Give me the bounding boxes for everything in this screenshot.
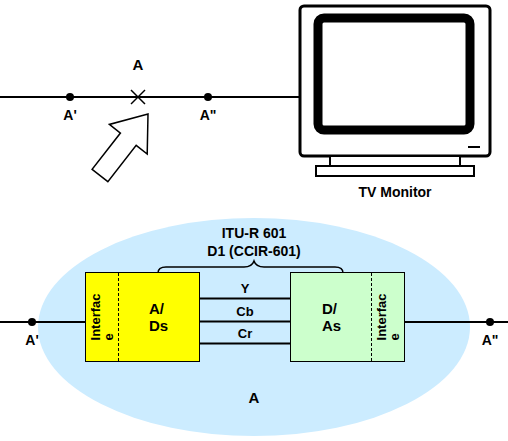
- signal-line: [0, 96, 300, 98]
- signal-label: Cr: [238, 326, 252, 342]
- standard-label: ITU-R 601: [222, 225, 287, 241]
- interface-strip: Interfac e: [86, 273, 119, 361]
- monitor-led: [468, 146, 480, 148]
- interface-label: Interfac e: [89, 294, 115, 341]
- standard-label: D1 (CCIR-601): [207, 243, 300, 259]
- signal-connector: [200, 298, 290, 300]
- monitor-screen: [318, 18, 470, 130]
- terminal-dot: [486, 318, 494, 326]
- port-label: A': [63, 107, 76, 123]
- terminal-dot: [204, 93, 212, 101]
- monitor-casing: [300, 6, 490, 156]
- converter-label: A/ Ds: [149, 300, 168, 334]
- signal-label: Cb: [236, 304, 253, 320]
- interface-label: Interfac e: [375, 294, 401, 341]
- terminal-dot: [28, 318, 36, 326]
- port-label: A': [25, 332, 38, 348]
- monitor-node: TV Monitor: [300, 6, 490, 204]
- cut-mark: [131, 90, 145, 104]
- box-body: A/ Ds: [118, 273, 199, 361]
- monitor-caption: TV Monitor: [358, 184, 431, 200]
- process-box: Interfac e A/ Ds: [85, 272, 200, 362]
- ellipse-shape: [38, 218, 470, 436]
- port-label: A": [482, 332, 499, 348]
- terminal-dot: [66, 93, 74, 101]
- interface-strip: Interfac e: [371, 273, 404, 361]
- converter-label: D/ As: [322, 300, 341, 334]
- signal-label: Y: [241, 281, 250, 297]
- signal-connector: [200, 321, 290, 323]
- port-label: A: [133, 57, 144, 73]
- cut-mark: [131, 90, 145, 104]
- zoom-arrow: [81, 99, 167, 190]
- port-label: A": [200, 107, 217, 123]
- monitor-base: [316, 166, 474, 176]
- signal-line: [0, 321, 85, 323]
- signal-connector: [200, 343, 290, 345]
- process-box: Interfac e D/ As: [290, 272, 405, 362]
- monitor-stand: [330, 156, 460, 166]
- box-body: D/ As: [291, 273, 372, 361]
- region-label: A: [249, 390, 260, 406]
